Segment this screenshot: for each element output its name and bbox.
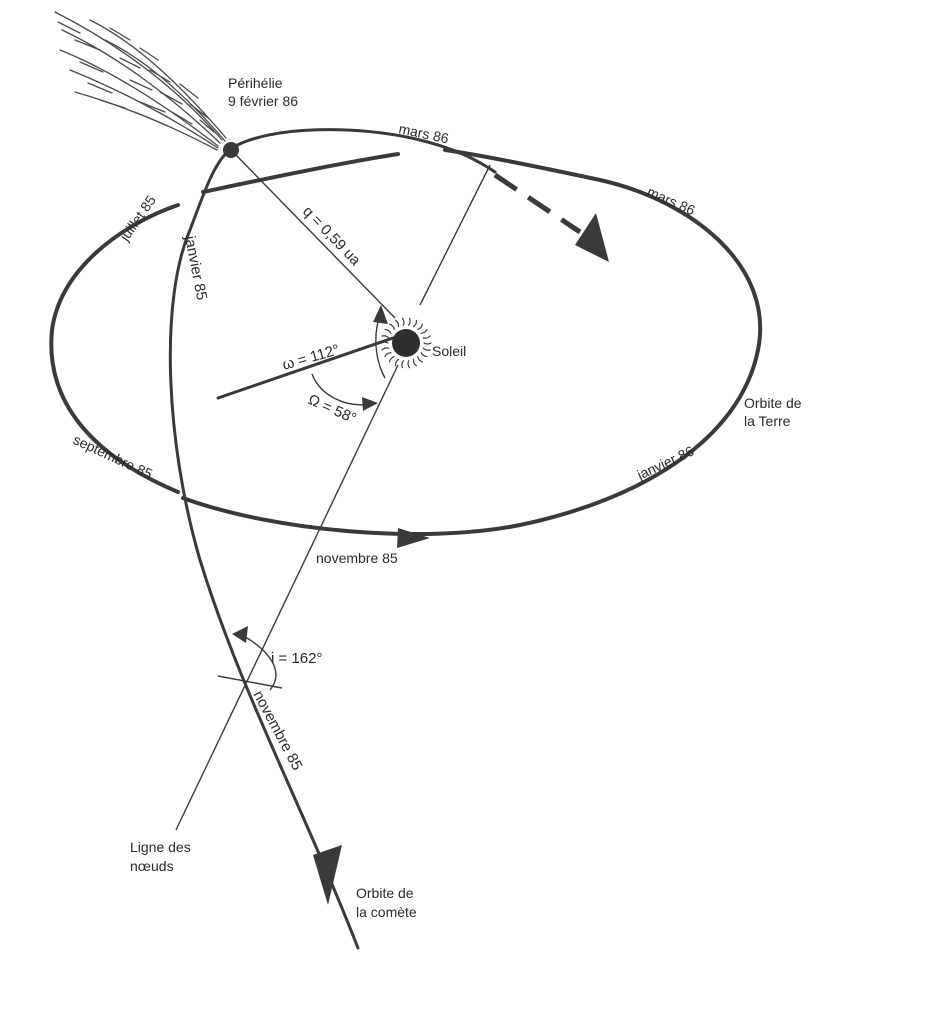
omega-arc-arrow xyxy=(373,305,388,324)
sun-ray xyxy=(420,328,428,334)
earth-orbit-arrow xyxy=(397,528,430,548)
sun-ray xyxy=(412,319,418,328)
perihelion-label-line2: 9 février 86 xyxy=(228,93,298,109)
sun-ray xyxy=(401,317,405,326)
sun xyxy=(380,317,432,369)
earth-date-novembre: novembre 85 xyxy=(316,550,398,566)
sun-rays xyxy=(380,317,432,369)
sun-disc xyxy=(392,329,420,357)
sun-label: Soleil xyxy=(432,343,466,359)
q-label: q = 0,59 ua xyxy=(299,203,364,270)
sun-ray xyxy=(417,356,423,363)
inclination-arc-arrow xyxy=(232,626,248,643)
sun-ray xyxy=(408,317,411,326)
comet-orbit-label-line2: la comète xyxy=(356,904,417,920)
sun-ray xyxy=(422,347,431,351)
sun-ray xyxy=(395,319,400,328)
earth-date-mars: mars 86 xyxy=(645,183,698,218)
earth-orbit-label-line1: Orbite de xyxy=(744,395,802,411)
sun-ray xyxy=(417,323,423,330)
perihelion-label-line1: Périhélie xyxy=(228,75,283,91)
earth-orbit-front-arc xyxy=(181,148,762,537)
earth-orbit-left-arc xyxy=(49,203,180,494)
sun-ray xyxy=(407,360,411,369)
earth-orbit-label-line2: la Terre xyxy=(744,413,791,429)
comet-outbound-arrow xyxy=(575,213,609,262)
sun-ray xyxy=(422,335,431,339)
comet-tail xyxy=(54,11,227,151)
angle-arcs xyxy=(232,305,388,691)
sun-ray xyxy=(380,341,389,344)
sun-ray xyxy=(412,358,417,367)
sun-ray xyxy=(389,323,395,330)
comet-nucleus xyxy=(223,142,239,158)
earth-orbit xyxy=(49,148,762,548)
node-line xyxy=(175,364,399,831)
sun-ray xyxy=(420,352,428,358)
earth-date-juillet: juillet 85 xyxy=(116,192,159,244)
geometry-lines xyxy=(175,154,491,831)
earth-orbit-back-arc xyxy=(201,152,400,194)
node-line-label-line2: nœuds xyxy=(130,858,174,874)
earth-date-janvier: janvier 86 xyxy=(634,442,697,483)
sun-ray xyxy=(381,347,390,351)
comet-orbit-label-line1: Orbite de xyxy=(356,885,414,901)
comet-orbit-dashed xyxy=(493,172,582,235)
node-tick xyxy=(217,675,283,689)
sun-to-earth-line xyxy=(419,164,491,306)
sun-ray xyxy=(389,356,395,363)
comet-orbit-path xyxy=(168,128,497,950)
comet-date-janvier: janvier 85 xyxy=(181,234,210,302)
sun-ray xyxy=(423,342,432,345)
omega-line xyxy=(216,336,395,400)
comet-orbit xyxy=(168,128,609,950)
comet-inbound-arrow xyxy=(313,845,342,905)
labels: Périhélie 9 février 86 mars 86 mars 86 j… xyxy=(71,75,802,920)
earth-date-septembre: septembre 85 xyxy=(71,431,156,482)
sun-ray xyxy=(394,358,400,367)
sun-ray xyxy=(381,335,390,339)
inclination-arc xyxy=(239,633,277,691)
omega-arc xyxy=(375,314,386,379)
node-longitude-arc-arrow xyxy=(362,397,378,411)
sun-ray xyxy=(384,352,392,358)
node-line-label-line1: Ligne des xyxy=(130,839,191,855)
sun-ray xyxy=(401,360,404,369)
comet-date-mars: mars 86 xyxy=(397,120,450,146)
omega-label: ω = 112° xyxy=(280,341,341,374)
q-line xyxy=(235,154,396,319)
sun-ray xyxy=(384,328,392,334)
inclination-label: i = 162° xyxy=(271,650,322,667)
